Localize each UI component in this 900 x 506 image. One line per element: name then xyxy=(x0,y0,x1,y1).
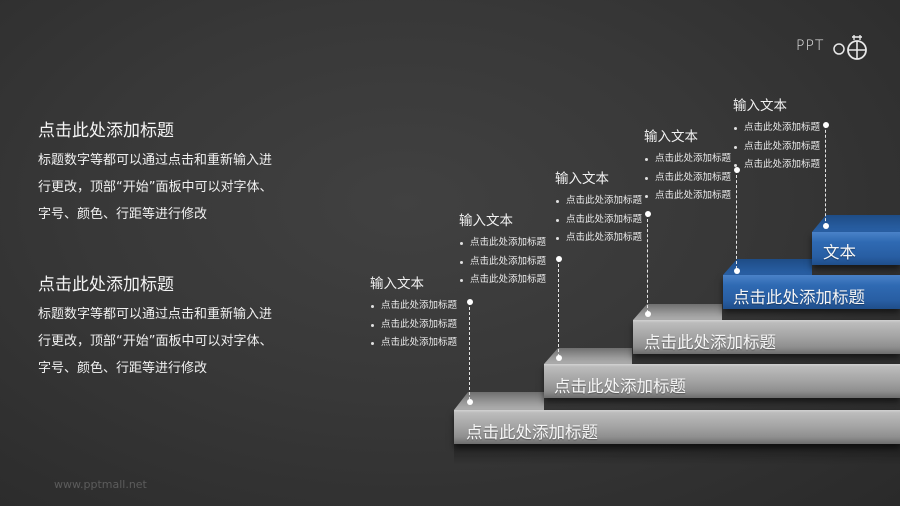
step-label: 点击此处添加标题 xyxy=(644,333,776,352)
step-face xyxy=(633,320,900,354)
step-top xyxy=(723,259,812,275)
body-line: 标题数字等都可以通过点击和重新输入进 xyxy=(38,307,273,322)
callout-list: 点击此处添加标题 点击此处添加标题 点击此处添加标题 xyxy=(370,297,457,353)
body-line: 标题数字等都可以通过点击和重新输入进 xyxy=(38,153,273,168)
step-label: 点击此处添加标题 xyxy=(554,377,686,396)
step-label: 点击此处添加标题 xyxy=(466,423,598,442)
step-top xyxy=(544,348,632,364)
callout-list: 点击此处添加标题 点击此处添加标题 点击此处添加标题 xyxy=(733,119,820,175)
step-5[interactable]: 文本 xyxy=(812,215,900,267)
callout-title[interactable]: 输入文本 xyxy=(459,213,513,229)
callout-item[interactable]: 点击此处添加标题 xyxy=(733,119,820,138)
connector-dot xyxy=(645,311,651,317)
body-line: 行更改，顶部“开始”面板中可以对字体、 xyxy=(38,334,273,349)
callout-1: 输入文本 点击此处添加标题 点击此处添加标题 点击此处添加标题 xyxy=(370,275,457,353)
callout-item[interactable]: 点击此处添加标题 xyxy=(644,169,731,188)
callout-item[interactable]: 点击此处添加标题 xyxy=(555,192,642,211)
step-3[interactable]: 点击此处添加标题 xyxy=(633,304,900,356)
connector-dot xyxy=(467,399,473,405)
step-4[interactable]: 点击此处添加标题 xyxy=(723,259,900,311)
footer-url: www.pptmall.net xyxy=(54,478,147,491)
left-text-block-2: 点击此处添加标题 标题数字等都可以通过点击和重新输入进 行更改，顶部“开始”面板… xyxy=(38,273,328,382)
callout-list: 点击此处添加标题 点击此处添加标题 点击此处添加标题 xyxy=(459,234,546,290)
body-line: 行更改，顶部“开始”面板中可以对字体、 xyxy=(38,180,273,195)
connector-dot xyxy=(734,268,740,274)
connector-dot xyxy=(467,299,473,305)
callout-5: 输入文本 点击此处添加标题 点击此处添加标题 点击此处添加标题 xyxy=(733,97,820,175)
callout-3: 输入文本 点击此处添加标题 点击此处添加标题 点击此处添加标题 xyxy=(555,170,642,248)
stopwatch-icon xyxy=(833,35,867,60)
step-face xyxy=(812,232,900,265)
body-line: 字号、颜色、行距等进行修改 xyxy=(38,207,208,222)
connector-line-5 xyxy=(825,125,826,226)
callout-list: 点击此处添加标题 点击此处添加标题 点击此处添加标题 xyxy=(555,192,642,248)
connector-dot xyxy=(823,223,829,229)
connector-dot xyxy=(645,211,651,217)
callout-item[interactable]: 点击此处添加标题 xyxy=(644,150,731,169)
callout-item[interactable]: 点击此处添加标题 xyxy=(733,156,820,175)
step-label: 点击此处添加标题 xyxy=(733,288,865,307)
step-face xyxy=(723,275,900,309)
connector-dot xyxy=(556,256,562,262)
callout-2: 输入文本 点击此处添加标题 点击此处添加标题 点击此处添加标题 xyxy=(459,212,546,290)
step-top xyxy=(812,215,900,232)
callout-item[interactable]: 点击此处添加标题 xyxy=(459,253,546,272)
callout-item[interactable]: 点击此处添加标题 xyxy=(733,138,820,157)
logo: PPT xyxy=(796,34,870,62)
callout-4: 输入文本 点击此处添加标题 点击此处添加标题 点击此处添加标题 xyxy=(644,128,731,206)
stair-shadow xyxy=(454,443,900,465)
callout-item[interactable]: 点击此处添加标题 xyxy=(370,297,457,316)
connector-line-2 xyxy=(558,259,559,357)
callout-item[interactable]: 点击此处添加标题 xyxy=(459,271,546,290)
callout-list: 点击此处添加标题 点击此处添加标题 点击此处添加标题 xyxy=(644,150,731,206)
left-block-title[interactable]: 点击此处添加标题 xyxy=(38,275,174,295)
left-text-block-1: 点击此处添加标题 标题数字等都可以通过点击和重新输入进 行更改，顶部“开始”面板… xyxy=(38,119,328,228)
callout-item[interactable]: 点击此处添加标题 xyxy=(644,187,731,206)
callout-title[interactable]: 输入文本 xyxy=(370,276,424,292)
callout-item[interactable]: 点击此处添加标题 xyxy=(459,234,546,253)
connector-dot xyxy=(823,122,829,128)
step-top xyxy=(633,304,722,320)
step-label: 文本 xyxy=(823,243,856,262)
connector-dot xyxy=(556,355,562,361)
callout-title[interactable]: 输入文本 xyxy=(733,98,787,114)
left-block-body[interactable]: 标题数字等都可以通过点击和重新输入进 行更改，顶部“开始”面板中可以对字体、 字… xyxy=(38,147,328,228)
callout-item[interactable]: 点击此处添加标题 xyxy=(555,211,642,230)
left-block-body[interactable]: 标题数字等都可以通过点击和重新输入进 行更改，顶部“开始”面板中可以对字体、 字… xyxy=(38,301,328,382)
connector-line-1 xyxy=(469,302,470,400)
logo-text: PPT xyxy=(796,38,825,54)
step-face xyxy=(454,410,900,444)
step-top xyxy=(454,392,544,410)
connector-line-3 xyxy=(647,214,648,313)
connector-line-4 xyxy=(736,170,737,269)
callout-item[interactable]: 点击此处添加标题 xyxy=(370,334,457,353)
callout-item[interactable]: 点击此处添加标题 xyxy=(370,316,457,335)
step-1[interactable]: 点击此处添加标题 xyxy=(454,392,900,444)
step-face xyxy=(544,364,900,398)
connector-dot xyxy=(734,167,740,173)
body-line: 字号、颜色、行距等进行修改 xyxy=(38,361,208,376)
callout-title[interactable]: 输入文本 xyxy=(644,129,698,145)
step-2[interactable]: 点击此处添加标题 xyxy=(544,348,900,400)
callout-item[interactable]: 点击此处添加标题 xyxy=(555,229,642,248)
left-block-title[interactable]: 点击此处添加标题 xyxy=(38,121,174,141)
callout-title[interactable]: 输入文本 xyxy=(555,171,609,187)
